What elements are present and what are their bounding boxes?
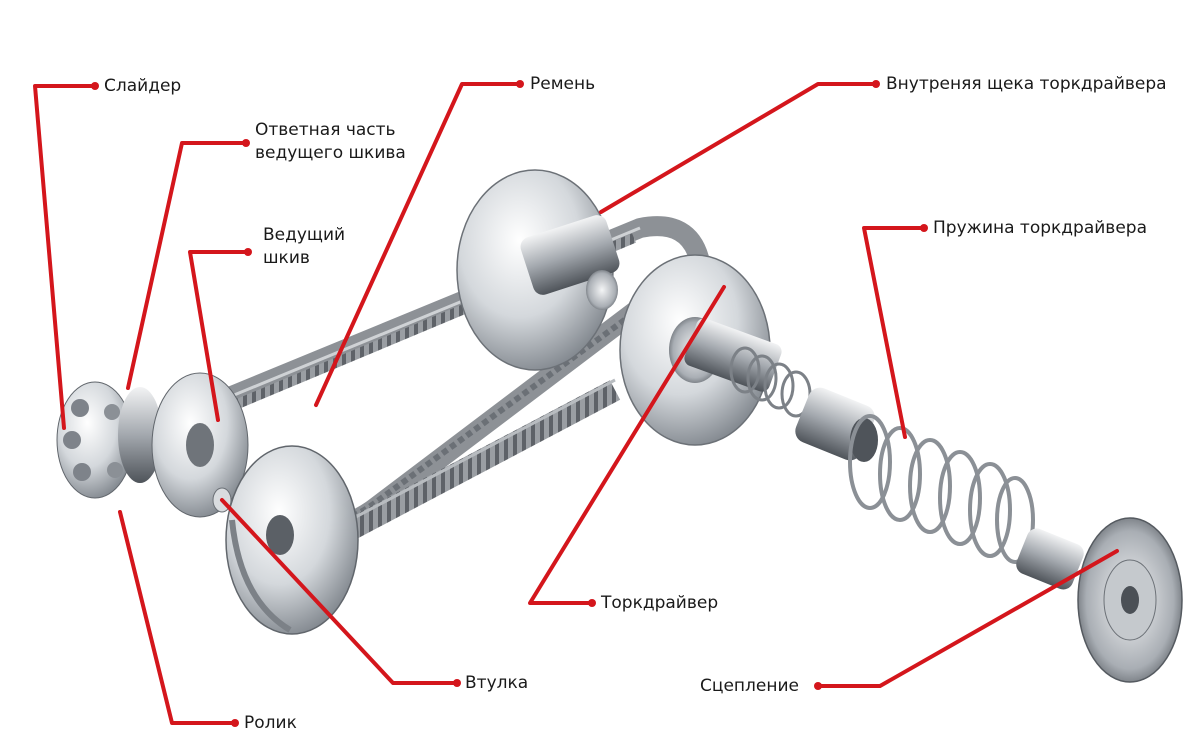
label-inner-cheek: Внутреняя щека торкдрайвера bbox=[886, 74, 1167, 94]
sleeve-cylinder bbox=[795, 387, 878, 462]
leader-roller bbox=[118, 510, 237, 725]
label-clutch: Сцепление bbox=[700, 676, 799, 696]
label-belt: Ремень bbox=[530, 74, 596, 94]
label-counter-part: Ответная часть ведущего шкива bbox=[255, 120, 406, 163]
leader-clutch bbox=[816, 549, 1119, 688]
leader-bushing bbox=[220, 498, 459, 685]
label-roller: Ролик bbox=[244, 713, 297, 733]
leader-drive-pulley bbox=[188, 250, 250, 422]
leader-lines bbox=[33, 82, 1119, 725]
drive-pulley-assembly bbox=[56, 372, 359, 635]
inner-cheek-disc bbox=[456, 169, 620, 371]
leader-counter-part bbox=[126, 141, 248, 390]
label-drive-pulley: Ведущий шкив bbox=[263, 225, 346, 268]
torque-driver-spring bbox=[848, 414, 1035, 564]
leader-slider bbox=[33, 84, 97, 430]
leader-torque-driver bbox=[528, 285, 726, 605]
inner-spring bbox=[729, 346, 812, 418]
label-slider: Слайдер bbox=[104, 76, 182, 96]
leader-dots bbox=[91, 80, 928, 727]
leader-spring bbox=[862, 226, 926, 439]
label-torque-driver: Торкдрайвер bbox=[601, 593, 719, 613]
label-bushing: Втулка bbox=[465, 673, 529, 693]
leader-inner-cheek bbox=[599, 82, 878, 214]
clutch bbox=[1016, 517, 1183, 683]
leader-belt bbox=[314, 82, 522, 407]
label-spring: Пружина торкдрайвера bbox=[933, 218, 1147, 238]
